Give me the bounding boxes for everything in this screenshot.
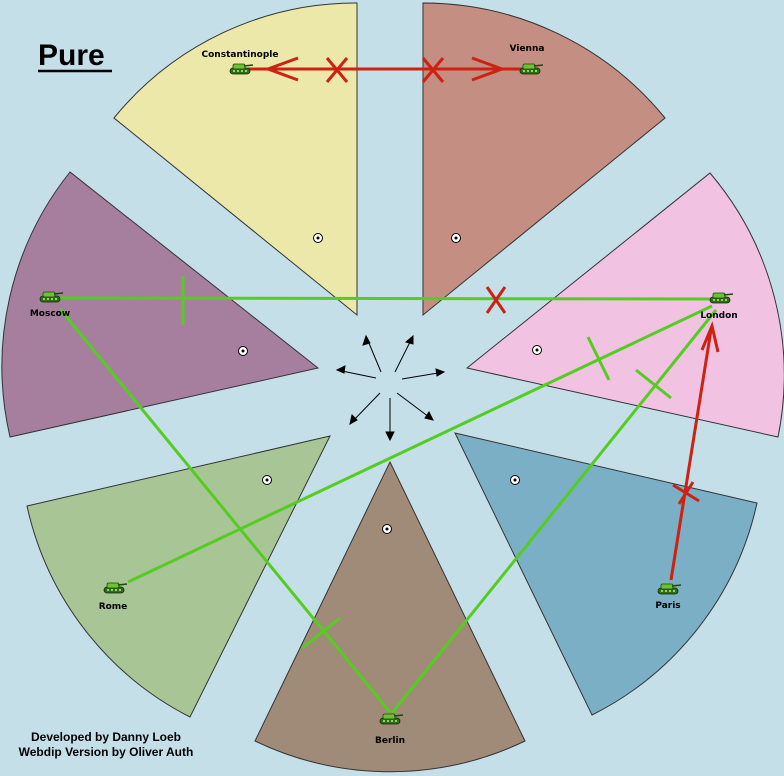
orders-layer — [51, 56, 720, 714]
unit-constantinople-tank-icon[interactable] — [229, 63, 254, 75]
label-paris: Paris — [655, 601, 680, 611]
territory-berlin[interactable] — [254, 460, 526, 773]
supply-center-paris-icon — [510, 475, 520, 485]
supply-center-london-icon — [532, 345, 542, 355]
territory-vienna[interactable] — [422, 2, 666, 317]
unit-london-tank-icon[interactable] — [709, 292, 734, 304]
credit-line-2: Webdip Version by Oliver Auth — [19, 745, 194, 759]
order-moscow-london-support — [51, 276, 713, 325]
supply-center-constantinople-icon — [313, 233, 323, 243]
territory-constantinople[interactable] — [113, 2, 358, 317]
label-constantinople: Constantinople — [202, 50, 279, 60]
order-constantinople-vienna-move — [248, 56, 522, 83]
territory-paris[interactable] — [454, 432, 758, 716]
unit-vienna-tank-icon[interactable] — [519, 63, 544, 75]
unit-berlin-tank-icon[interactable] — [379, 713, 404, 725]
territory-rome[interactable] — [26, 435, 331, 718]
order-berlin-london-support — [390, 309, 718, 714]
label-london: London — [700, 311, 737, 321]
label-vienna: Vienna — [510, 44, 545, 54]
unit-moscow-tank-icon[interactable] — [39, 291, 64, 303]
unit-paris-tank-icon[interactable] — [657, 583, 682, 595]
label-berlin: Berlin — [375, 736, 405, 746]
supply-center-rome-icon — [262, 475, 272, 485]
map-title: Pure — [38, 39, 105, 72]
supply-center-vienna-icon — [451, 233, 461, 243]
label-moscow: Moscow — [30, 309, 70, 319]
unit-rome-tank-icon[interactable] — [103, 582, 128, 594]
territory-moscow[interactable] — [1, 171, 320, 438]
order-paris-london-move — [669, 321, 720, 581]
credit-line-1: Developed by Danny Loeb — [31, 730, 181, 744]
order-rome-london-support — [127, 304, 713, 584]
supply-center-berlin-icon — [382, 524, 392, 534]
supply-center-moscow-icon — [238, 346, 248, 356]
label-rome: Rome — [99, 602, 128, 612]
order-moscow-berlin-support — [58, 308, 392, 713]
center-arrows-icon — [335, 334, 446, 442]
